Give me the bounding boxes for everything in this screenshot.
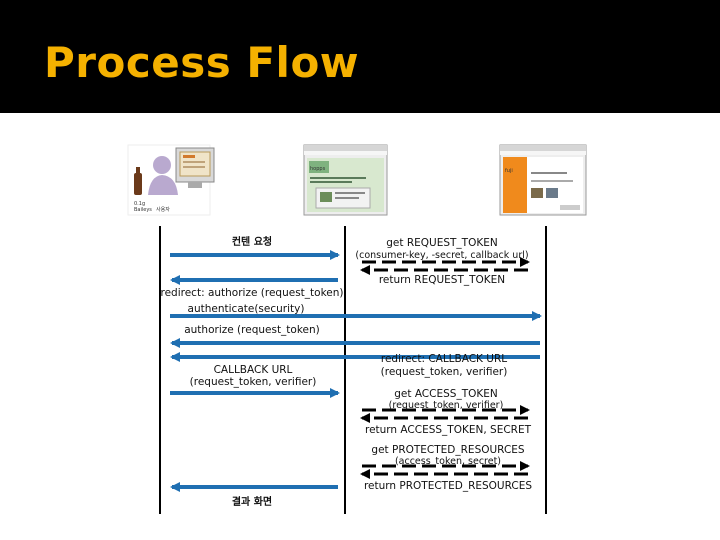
svg-text:Baileys: Baileys xyxy=(134,207,152,213)
provider-app-screenshot: fuji xyxy=(499,144,587,216)
msg-get-access-token: get ACCESS_TOKEN xyxy=(394,388,498,400)
msg-redirect-callback-params: (request_token, verifier) xyxy=(381,366,508,378)
msg-authorize: authorize (request_token) xyxy=(184,324,320,336)
sequence-diagram: 0.1g Baileys 사용자 hopps fuji xyxy=(127,144,587,514)
msg-get-request-token: get REQUEST_TOKEN xyxy=(386,237,497,249)
msg-redirect-callback: redirect: CALLBACK URL xyxy=(381,353,507,365)
dashed-arrow-protected-resources xyxy=(360,461,530,479)
msg-callback-url: CALLBACK URL xyxy=(214,364,293,376)
msg-callback-url-params: (request_token, verifier) xyxy=(190,376,317,388)
msg-return-protected-resources: return PROTECTED_RESOURCES xyxy=(364,480,532,492)
msg-content-request: 컨텐 요청 xyxy=(232,235,272,248)
consumer-logo: hopps xyxy=(310,166,326,172)
msg-authenticate: authenticate(security) xyxy=(188,303,305,315)
svg-text:사용자: 사용자 xyxy=(156,206,170,213)
consumer-app-screenshot: hopps xyxy=(303,144,388,216)
msg-get-access-token-params: (request_token, verifier) xyxy=(389,400,504,411)
msg-redirect-authorize: redirect: authorize (request_token) xyxy=(161,287,344,299)
msg-get-request-token-params: (consumer-key, -secret, callback url) xyxy=(355,250,528,261)
msg-result-screen: 결과 화면 xyxy=(232,495,272,508)
msg-return-access-token: return ACCESS_TOKEN, SECRET xyxy=(365,424,532,436)
slide-title: Process Flow xyxy=(44,38,360,87)
msg-return-request-token: return REQUEST_TOKEN xyxy=(379,274,505,286)
provider-logo: fuji xyxy=(505,168,513,174)
title-bar: Process Flow xyxy=(0,0,720,113)
svg-text:0.1g: 0.1g xyxy=(134,201,145,207)
dashed-arrow-request-token xyxy=(360,257,530,275)
msg-get-protected-resources-params: (access_token, secret) xyxy=(395,456,501,467)
user-actor-icon: 0.1g Baileys 사용자 xyxy=(127,144,215,216)
dashed-arrow-access-token xyxy=(360,405,530,423)
msg-get-protected-resources: get PROTECTED_RESOURCES xyxy=(371,444,525,456)
